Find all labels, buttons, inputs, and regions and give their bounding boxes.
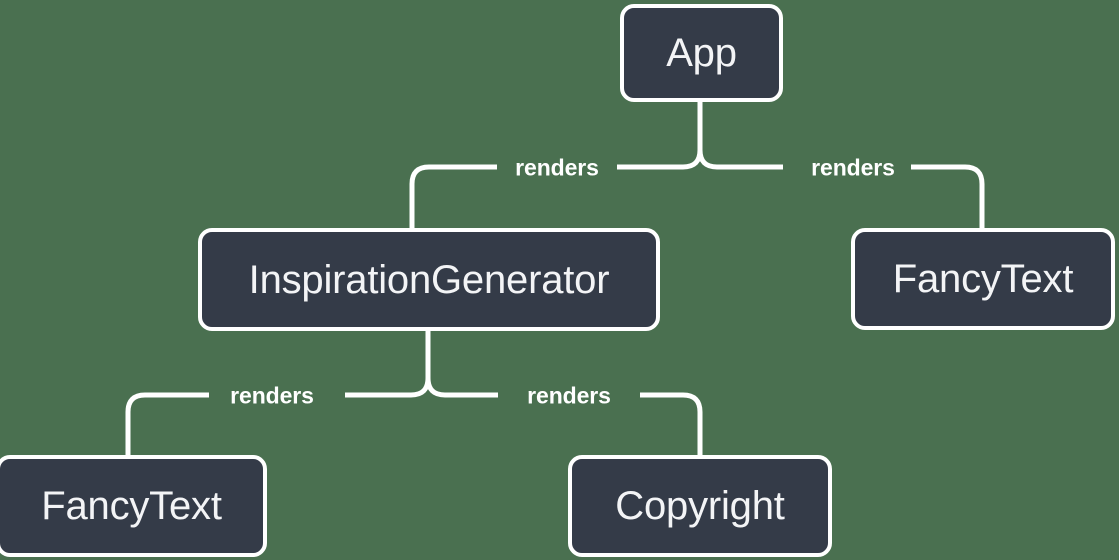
edge-inspirationgenerator-stem-right (425, 377, 446, 398)
node-fancytext-bottom-label: FancyText (41, 484, 222, 528)
edge-label-app-to-inspirationgenerator: renders (515, 154, 599, 181)
node-inspirationgenerator[interactable]: InspirationGenerator (198, 228, 660, 331)
edge-app-stem-right (697, 149, 718, 170)
node-app-label: App (666, 31, 737, 75)
node-copyright-label: Copyright (615, 484, 785, 528)
node-inspirationgenerator-label: InspirationGenerator (248, 257, 610, 302)
node-fancytext-top[interactable]: FancyText (851, 228, 1115, 330)
edge-label-inspirationgenerator-to-copyright: renders (527, 382, 611, 409)
node-copyright[interactable]: Copyright (568, 455, 832, 557)
edge-label-app-to-fancytext: renders (811, 154, 895, 181)
node-app[interactable]: App (620, 4, 783, 102)
edge-app-stem (682, 102, 703, 170)
edge-inspirationgenerator-to-copyright-b (640, 392, 703, 455)
edge-app-to-inspirationgenerator-b (409, 164, 497, 228)
edge-inspirationgenerator-to-fancytext-b (125, 392, 209, 455)
node-fancytext-bottom[interactable]: FancyText (0, 455, 267, 557)
edge-inspirationgenerator-stem (410, 331, 431, 398)
node-fancytext-top-label: FancyText (892, 257, 1074, 301)
edge-label-inspirationgenerator-to-fancytext: renders (230, 382, 314, 409)
edge-app-to-fancytext-b (911, 164, 985, 228)
